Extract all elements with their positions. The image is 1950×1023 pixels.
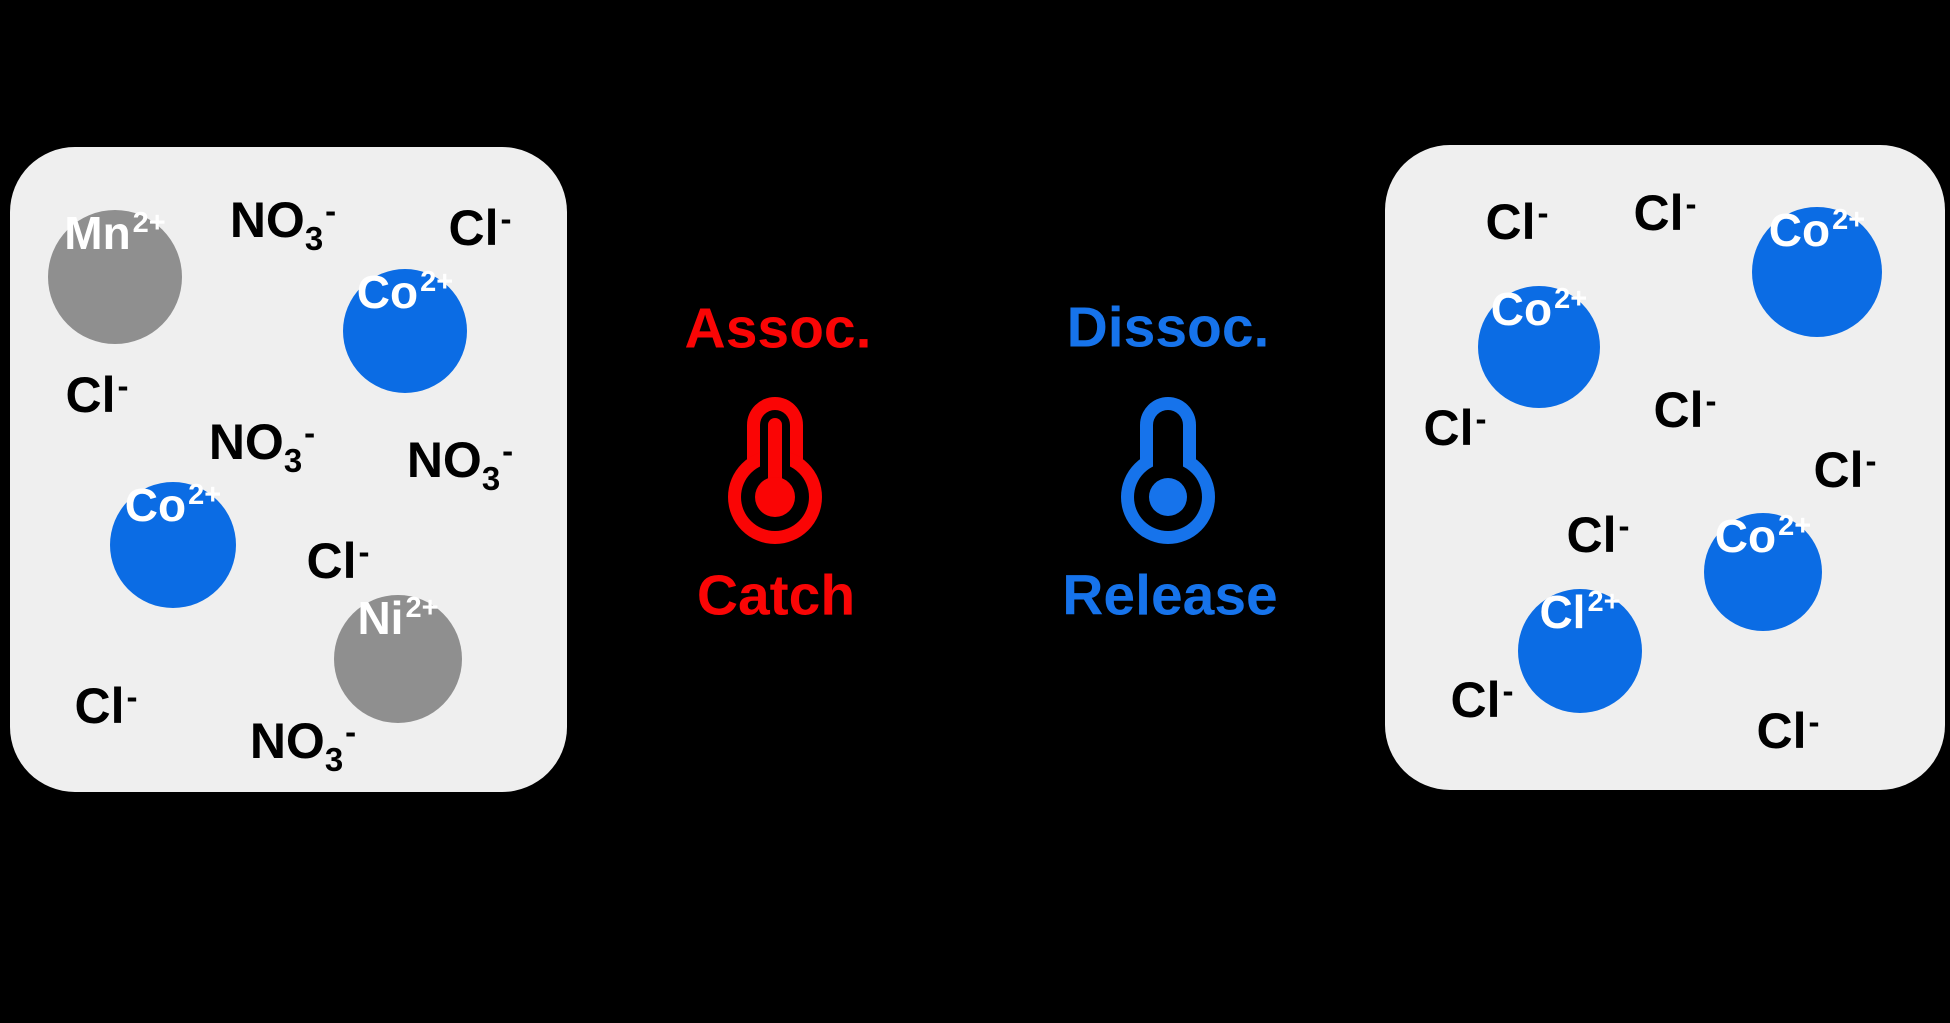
- ion-symbol: Cl: [306, 533, 357, 589]
- ion-charge: -: [117, 367, 129, 404]
- ion-symbol: Cl: [1485, 194, 1536, 250]
- ion-symbol: NO: [229, 192, 305, 248]
- ion-symbol: Co: [356, 266, 419, 318]
- ion-charge: 2+: [188, 479, 222, 511]
- ion-charge: 2+: [1778, 510, 1812, 542]
- ion-symbol: Co: [1768, 204, 1831, 256]
- ion-symbol: Co: [124, 479, 187, 531]
- cl-anion-label: Cl-: [1485, 194, 1549, 250]
- ion-charge: 2+: [420, 266, 454, 298]
- cl-anion-label: Cl-: [1450, 672, 1514, 728]
- cl-anion-label: Cl-: [65, 367, 129, 423]
- ion-charge: 2+: [1832, 204, 1866, 236]
- ion-charge: 3: [324, 741, 344, 778]
- ion-symbol: Cl: [74, 678, 125, 734]
- catch-label: Catch: [696, 563, 856, 628]
- ion-symbol: Cl: [65, 367, 116, 423]
- ion-charge: -: [500, 200, 512, 237]
- ion-charge: 3: [283, 442, 303, 479]
- ion-symbol: Co: [1714, 510, 1777, 562]
- cl-anion-label: Cl-: [1423, 400, 1487, 456]
- ion-charge: -: [1685, 185, 1697, 222]
- cl-anion-label: Cl-: [448, 200, 512, 256]
- ion-symbol: NO: [208, 414, 284, 470]
- ion-symbol: Cl: [448, 200, 499, 256]
- ion-symbol: Cl: [1633, 185, 1684, 241]
- cl-anion-label: Cl-: [1566, 507, 1630, 563]
- ion-charge: 2+: [405, 592, 439, 624]
- cl-anion-label: Cl-: [74, 678, 138, 734]
- ion-symbol: Cl: [1813, 442, 1864, 498]
- ion-symbol: Mn: [64, 207, 131, 259]
- ion-charge: 3: [481, 460, 501, 497]
- ion-symbol: Cl: [1539, 586, 1586, 638]
- ion-charge: -: [1865, 442, 1877, 479]
- ion-charge: 2+: [1554, 283, 1588, 315]
- cl-anion-label: Cl-: [1813, 442, 1877, 498]
- ion-charge: -: [304, 414, 316, 451]
- ion-charge: -: [345, 713, 357, 750]
- ion-charge: -: [325, 192, 337, 229]
- cl-anion-label: Cl-: [1653, 382, 1717, 438]
- ion-charge: 2+: [132, 207, 166, 239]
- ion-symbol: NO: [249, 713, 325, 769]
- ion-symbol: NO: [406, 432, 482, 488]
- cl-anion-label: Cl-: [1756, 703, 1820, 759]
- ion-symbol: Co: [1490, 283, 1553, 335]
- ion-charge: -: [1618, 507, 1630, 544]
- ion-charge: -: [502, 432, 514, 469]
- release-label: Release: [1062, 563, 1278, 628]
- ion-symbol: Cl: [1653, 382, 1704, 438]
- thermometer-high-icon: [728, 397, 822, 544]
- ion-charge: -: [1537, 194, 1549, 231]
- ion-charge: -: [358, 533, 370, 570]
- ion-charge: 3: [304, 220, 324, 257]
- ion-charge: 2+: [1587, 586, 1621, 618]
- ion-charge: -: [126, 678, 138, 715]
- ion-charge: -: [1705, 382, 1717, 419]
- ion-symbol: Cl: [1756, 703, 1807, 759]
- ion-charge: -: [1808, 703, 1820, 740]
- ion-symbol: Cl: [1566, 507, 1617, 563]
- ion-symbol: Cl: [1423, 400, 1474, 456]
- cl-anion-label: Cl-: [306, 533, 370, 589]
- ion-symbol: Cl: [1450, 672, 1501, 728]
- ion-symbol: Ni: [357, 592, 404, 644]
- ion-charge: -: [1502, 672, 1514, 709]
- cl-anion-label: Cl-: [1633, 185, 1697, 241]
- ion-charge: -: [1475, 400, 1487, 437]
- dissoc-label: Dissoc.: [1066, 295, 1270, 360]
- thermometer-low-icon: [1121, 397, 1215, 544]
- assoc-label: Assoc.: [684, 296, 872, 361]
